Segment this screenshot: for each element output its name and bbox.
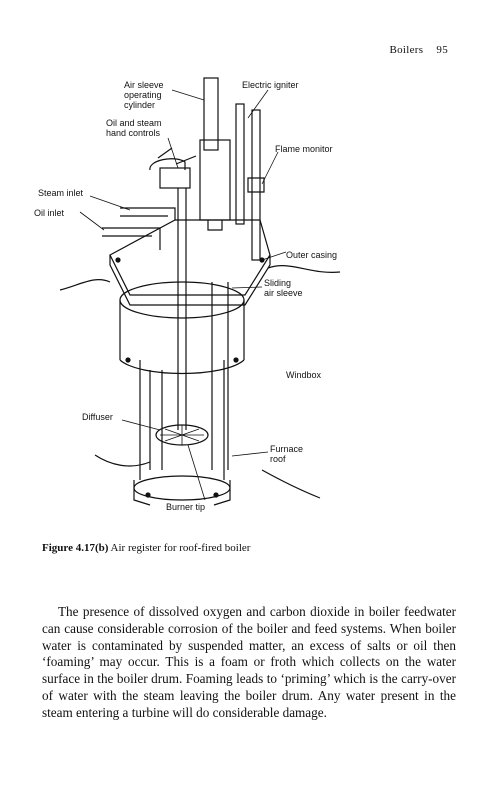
igniter-rod-1 [235, 103, 245, 225]
roof-wavy-right [261, 469, 321, 499]
label-outer-casing: Outer casing [286, 250, 337, 260]
figure-caption-text: Air register for roof-fired boiler [108, 542, 251, 554]
control-levers [157, 147, 197, 165]
diagram-drawing [59, 77, 341, 506]
bolt [213, 492, 219, 498]
roof-wavy-left [94, 454, 151, 467]
sliding-sleeve [211, 282, 229, 470]
windbox-sides [119, 300, 245, 360]
body-paragraph: The presence of dissolved oxygen and car… [42, 604, 456, 720]
cylinder-foot [207, 220, 223, 231]
leader-steam-inlet [89, 195, 131, 211]
control-handle [149, 158, 186, 171]
oil-inlet-pipe [102, 227, 161, 250]
label-flame-monitor: Flame monitor [275, 144, 333, 154]
label-oil-steam-controls: Oil and steam hand controls [106, 118, 164, 138]
leader-burner-tip [187, 444, 206, 501]
page-number: 95 [436, 44, 448, 56]
lower-chamber-sides [139, 360, 225, 480]
label-steam-inlet: Steam inlet [38, 188, 84, 198]
leader-furnace-roof [231, 451, 269, 457]
sleeve-left [149, 370, 163, 470]
furnace-wavy-line-left [59, 278, 111, 291]
figure-number: Figure 4.17(b) [42, 542, 109, 554]
bolt [233, 357, 239, 363]
label-furnace-roof: Furnace roof [270, 444, 306, 464]
label-windbox: Windbox [286, 370, 322, 380]
air-register-diagram: Air sleeve operating cylinder Electric i… [34, 77, 341, 512]
leader-diffuser [121, 419, 161, 431]
running-header: Boilers 95 [389, 44, 448, 56]
leader-igniter [247, 89, 269, 119]
leader-outer-casing [261, 251, 287, 261]
windbox-top-plate [109, 219, 271, 296]
windbox-plate-edge [109, 255, 271, 306]
lower-flange [133, 480, 231, 506]
flame-monitor-box [247, 177, 265, 193]
windbox-ring [119, 281, 245, 319]
igniter-rod-2 [251, 109, 261, 261]
label-electric-igniter: Electric igniter [242, 80, 299, 90]
leader-sleeve [231, 286, 263, 289]
diffuser-vanes [160, 425, 204, 445]
bolt [115, 257, 121, 263]
leader-flame-monitor [261, 151, 279, 185]
label-air-sleeve-cylinder: Air sleeve operating cylinder [124, 80, 166, 110]
label-burner-tip: Burner tip [166, 502, 205, 512]
control-block [159, 167, 191, 189]
bolt [145, 492, 151, 498]
label-oil-inlet: Oil inlet [34, 208, 65, 218]
bolt [125, 357, 131, 363]
steam-inlet-pipe [120, 207, 176, 220]
burner-figure: Air sleeve operating cylinder Electric i… [0, 60, 494, 540]
label-diffuser: Diffuser [82, 412, 113, 422]
running-title: Boilers [389, 44, 424, 56]
leader-controls [167, 137, 179, 169]
casing-wavy-line-right [267, 265, 341, 273]
leader-oil-inlet [79, 211, 105, 231]
leader-air-sleeve [171, 89, 205, 101]
figure-caption: Figure 4.17(b) Air register for roof-fir… [42, 542, 250, 554]
windbox-bottom-curve [119, 359, 245, 375]
burner-tube [177, 188, 187, 430]
cylinder-housing [199, 139, 231, 221]
label-sliding-air-sleeve: Sliding air sleeve [264, 278, 303, 298]
air-sleeve-cylinder [203, 77, 219, 151]
